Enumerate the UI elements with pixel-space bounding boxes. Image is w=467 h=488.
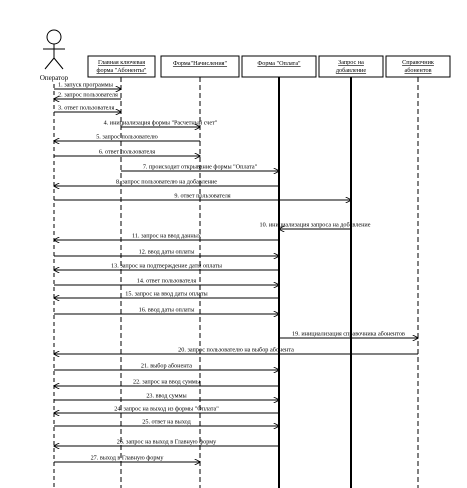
messages: 1. запуск программы 2. запрос пользовател… [54, 82, 418, 463]
message: 5. запрос пользователю [54, 134, 200, 142]
message: 7. происходит открывание формы "Оплата" [121, 164, 279, 172]
message: 15. запрос на ввод даты оплаты [54, 291, 279, 299]
message-label: 27. выход в Главную форму [91, 455, 165, 462]
actor-figure [43, 29, 65, 70]
message: 23. ввод суммы [54, 393, 279, 401]
message-label: 8. запрос пользователю на добавление [116, 179, 217, 186]
message-label: 6. ответ пользователя [99, 149, 155, 156]
message-label: 13. запрос на подтверждение даты оплаты [111, 263, 223, 270]
lifeline-label: форма "Абоненты" [97, 67, 147, 74]
message-label: 19. инициализация справочника абонентов [292, 331, 405, 338]
lifeline-label: Форма"Начисления" [173, 60, 228, 67]
message: 1. запуск программы [54, 82, 121, 90]
message-label: 11. запрос на ввод данных [132, 233, 202, 240]
lifeline-label: абонентов [405, 67, 432, 74]
message: 21. выбор абонента [54, 363, 279, 371]
message-label: 23. ввод суммы [146, 393, 187, 400]
message: 20. запрос пользователю на выбор абонент… [54, 347, 418, 355]
message: 25. ответ на выход [54, 419, 279, 427]
message: 11. запрос на ввод данных [54, 233, 279, 241]
message-label: 2. запрос пользователя [58, 92, 118, 99]
lifeline-label: Главная ключевая [98, 59, 145, 66]
message-label: 15. запрос на ввод даты оплаты [125, 291, 208, 298]
lifeline-label: Форма "Оплата" [257, 60, 301, 67]
message-label: 26. запрос на выход в Главную форму [117, 439, 217, 446]
message: 22. запрос на ввод суммы [54, 379, 279, 387]
message-label: 25. ответ на выход [142, 419, 191, 426]
message-label: 20. запрос пользователю на выбор абонент… [178, 347, 294, 354]
message-label: 24. запрос на выход из формы "Оплата" [114, 406, 219, 413]
lifeline-label: Запрос на [338, 59, 364, 66]
actor-label: Оператор [40, 74, 69, 82]
message: 24. запрос на выход из формы "Оплата" [54, 406, 279, 414]
message-label: 7. происходит открывание формы "Оплата" [143, 164, 258, 171]
message: 2. запрос пользователя [54, 92, 121, 100]
message-label: 16. ввод даты оплаты [139, 307, 196, 314]
message: 13. запрос на подтверждение даты оплаты [54, 263, 279, 271]
message: 12. ввод даты оплаты [54, 249, 279, 257]
message: 4. инициализация формы "Расчетный счет" [104, 120, 218, 128]
message-label: 3. ответ пользователя [58, 105, 114, 112]
message: 9. ответ пользователя [54, 193, 351, 201]
message-label: 1. запуск программы [58, 82, 114, 89]
message-label: 4. инициализация формы "Расчетный счет" [104, 120, 218, 127]
lifeline-head-pay: Форма "Оплата" [241, 55, 317, 78]
message-label: 14. ответ пользователя [137, 278, 197, 285]
lifeline-head-accr: Форма"Начисления" [160, 55, 240, 78]
message-label: 22. запрос на ввод суммы [133, 379, 201, 386]
message-label: 9. ответ пользователя [174, 193, 230, 200]
message-label: 10. инициализация запроса на добавление [260, 222, 371, 229]
lifeline-label: Справочник [402, 59, 435, 66]
message: 8. запрос пользователю на добавление [54, 179, 279, 187]
message: 16. ввод даты оплаты [54, 307, 279, 315]
message: 19. инициализация справочника абонентов [279, 331, 418, 339]
lifeline-label: добавление [336, 67, 366, 74]
message: 6. ответ пользователя [54, 149, 200, 157]
message: 26. запрос на выход в Главную форму [54, 439, 279, 447]
message: 3. ответ пользователя [54, 105, 121, 113]
message: 14. ответ пользователя [54, 278, 279, 286]
message-label: 5. запрос пользователю [96, 134, 158, 141]
message-label: 21. выбор абонента [141, 363, 192, 370]
message-label: 12. ввод даты оплаты [139, 249, 196, 256]
message: 10. инициализация запроса на добавление [260, 222, 371, 230]
message: 27. выход в Главную форму [54, 455, 200, 463]
